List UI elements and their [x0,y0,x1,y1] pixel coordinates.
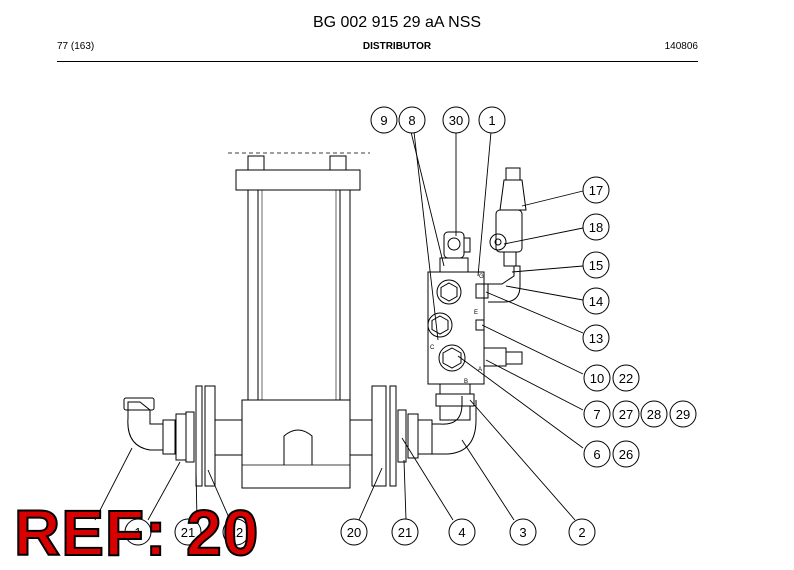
callout-9: 9 [370,106,398,134]
svg-text:29: 29 [676,407,690,422]
distributor-block [427,167,527,421]
svg-text:18: 18 [589,220,603,235]
port-mark: A [478,367,482,373]
callout-13: 13 [582,324,610,352]
section-title: DISTRIBUTOR [362,41,432,52]
callout-2: 2 [568,518,596,546]
svg-text:21: 21 [398,525,412,540]
svg-text:10: 10 [590,371,604,386]
reference-stamp: REF: 20 [13,497,260,569]
document-title: BG 002 915 29 aA NSS [312,14,482,31]
callout-7: 7 [583,400,611,428]
callout-1: 1 [478,106,506,134]
port-mark: B [464,379,468,385]
svg-text:7: 7 [593,407,600,422]
port-mark: E [474,310,478,316]
leader-lines [94,131,584,521]
svg-text:26: 26 [619,447,633,462]
cylinder-frame [123,152,477,489]
callout-3: 3 [509,518,537,546]
callout-18: 18 [582,213,610,241]
svg-text:4: 4 [458,525,465,540]
svg-text:3: 3 [519,525,526,540]
callout-28: 28 [640,400,668,428]
svg-text:9: 9 [380,113,387,128]
callout-22-left: 22 [222,518,250,546]
svg-text:8: 8 [408,113,415,128]
svg-text:21: 21 [181,525,195,540]
svg-text:17: 17 [589,183,603,198]
callout-21-left: 21 [174,518,202,546]
callout-8: 8 [398,106,426,134]
port-mark: G [479,274,484,280]
callout-29: 29 [669,400,697,428]
callout-6: 6 [583,440,611,468]
callout-14: 14 [582,287,610,315]
svg-text:30: 30 [449,113,463,128]
callout-1-left: 1 [124,518,152,546]
callout-17: 17 [582,176,610,204]
svg-text:14: 14 [589,294,603,309]
callout-26: 26 [612,440,640,468]
svg-text:2: 2 [578,525,585,540]
header-rule [57,61,698,62]
svg-text:13: 13 [589,331,603,346]
svg-text:22: 22 [229,525,243,540]
svg-text:6: 6 [593,447,600,462]
callout-27: 27 [612,400,640,428]
page-number: 77 (163) [57,41,95,52]
svg-text:20: 20 [347,525,361,540]
callout-21: 21 [391,518,419,546]
callout-22: 22 [612,364,640,392]
svg-text:1: 1 [134,525,141,540]
port-mark: C [430,345,435,351]
svg-text:28: 28 [647,407,661,422]
svg-text:15: 15 [589,258,603,273]
svg-text:1: 1 [488,113,495,128]
callout-15: 15 [582,251,610,279]
document-code: 140806 [664,41,698,52]
callout-20: 20 [340,518,368,546]
callout-10: 10 [583,364,611,392]
svg-text:22: 22 [619,371,633,386]
svg-text:27: 27 [619,407,633,422]
callout-30: 30 [442,106,470,134]
callout-4: 4 [448,518,476,546]
